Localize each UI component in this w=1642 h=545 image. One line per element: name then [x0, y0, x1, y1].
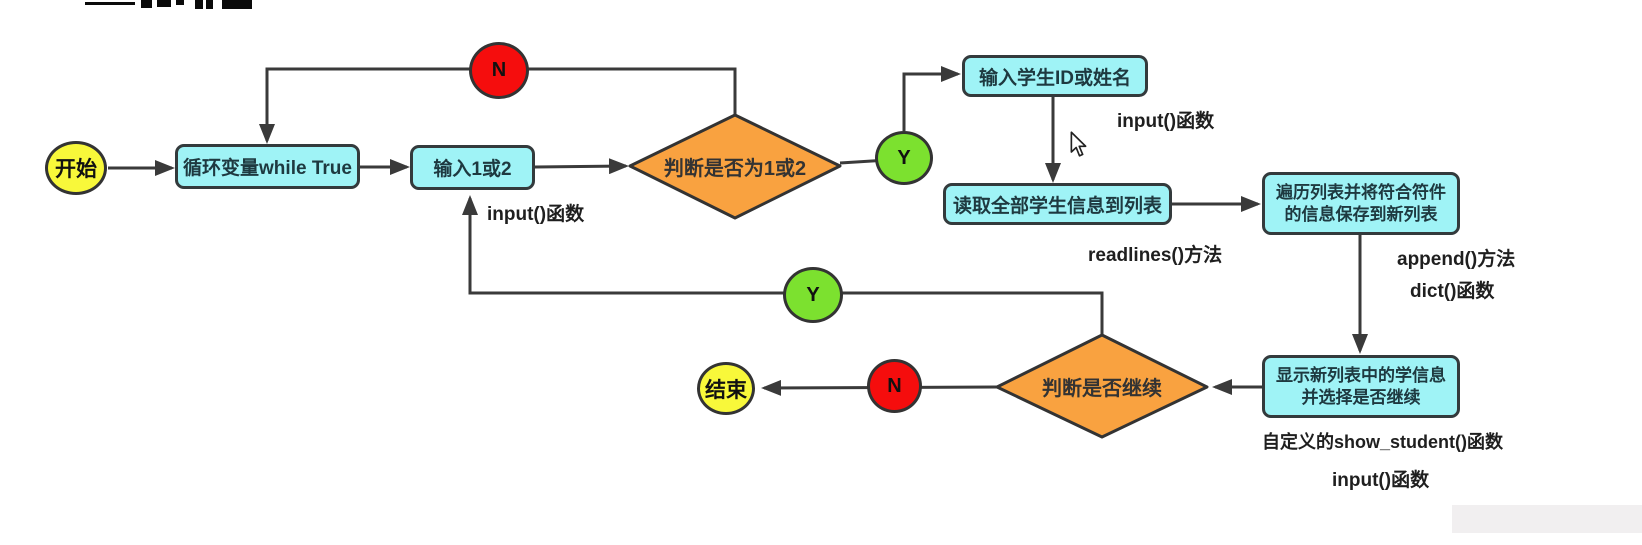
- show-new-list-box: 显示新列表中的学信息 并选择是否继续: [1262, 355, 1460, 418]
- edge-input-to-decision1: [534, 158, 629, 175]
- annotation-append-fn: append()方法: [1397, 249, 1516, 270]
- annotation-show-student-fn: 自定义的show_student()函数: [1262, 432, 1503, 452]
- annotation-readlines-fn: readlines()方法: [1088, 245, 1223, 266]
- decision1-label: 判断是否为1或2: [663, 158, 807, 180]
- read-all-students-label: 读取全部学生信息到列表: [952, 195, 1162, 217]
- traverse-list-box: 遍历列表并将符合符件 的信息保存到新列表: [1262, 172, 1460, 235]
- watermark-band: [1452, 505, 1642, 533]
- show-new-list-line1: 显示新列表中的学信息: [1276, 365, 1446, 385]
- decision2-diamond: [995, 333, 1209, 439]
- branch-y-bottom: Y: [783, 267, 843, 323]
- branch-n-bottom-label: N: [887, 374, 902, 397]
- branch-y-bottom-label: Y: [806, 283, 820, 306]
- decision2-label: 判断是否继续: [1042, 377, 1162, 400]
- annotation-dict-fn: dict()函数: [1410, 281, 1495, 302]
- input-1or2-box: 输入1或2: [410, 145, 535, 190]
- start-node: 开始: [45, 141, 107, 195]
- annotation-input-fn-loop: input()函数: [487, 204, 585, 225]
- read-all-students-box: 读取全部学生信息到列表: [943, 183, 1172, 225]
- input-student-id-label: 输入学生ID或姓名: [978, 67, 1131, 89]
- traverse-list-line1: 遍历列表并将符合符件: [1276, 182, 1446, 202]
- branch-n-bottom: N: [867, 359, 922, 413]
- input-student-id-box: 输入学生ID或姓名: [962, 55, 1148, 97]
- branch-y-top: Y: [875, 131, 933, 185]
- annotation-input-fn-continue: input()函数: [1332, 470, 1430, 491]
- show-new-list-line2: 并选择是否继续: [1301, 387, 1421, 407]
- decision1-diamond: [628, 113, 842, 220]
- decision2-label-wrap: 判断是否继续: [997, 335, 1207, 437]
- annotation-input-fn-id: input()函数: [1117, 111, 1215, 132]
- loop-variable-box: 循环变量while True: [175, 144, 360, 189]
- branch-y-top-label: Y: [897, 146, 911, 169]
- branch-n-top: N: [469, 42, 529, 99]
- edge-yes-to-inputid: [902, 66, 961, 131]
- loop-variable-label: 循环变量while True: [183, 158, 352, 179]
- branch-n-top-label: N: [491, 59, 507, 81]
- end-node: 结束: [697, 362, 755, 415]
- input-1or2-label: 输入1或2: [433, 159, 512, 180]
- traverse-list-line2: 的信息保存到新列表: [1284, 204, 1438, 224]
- decision1-label-wrap: 判断是否为1或2: [630, 115, 840, 218]
- end-label: 结束: [705, 378, 747, 402]
- mouse-cursor-icon: [1070, 131, 1087, 157]
- start-label: 开始: [55, 158, 97, 181]
